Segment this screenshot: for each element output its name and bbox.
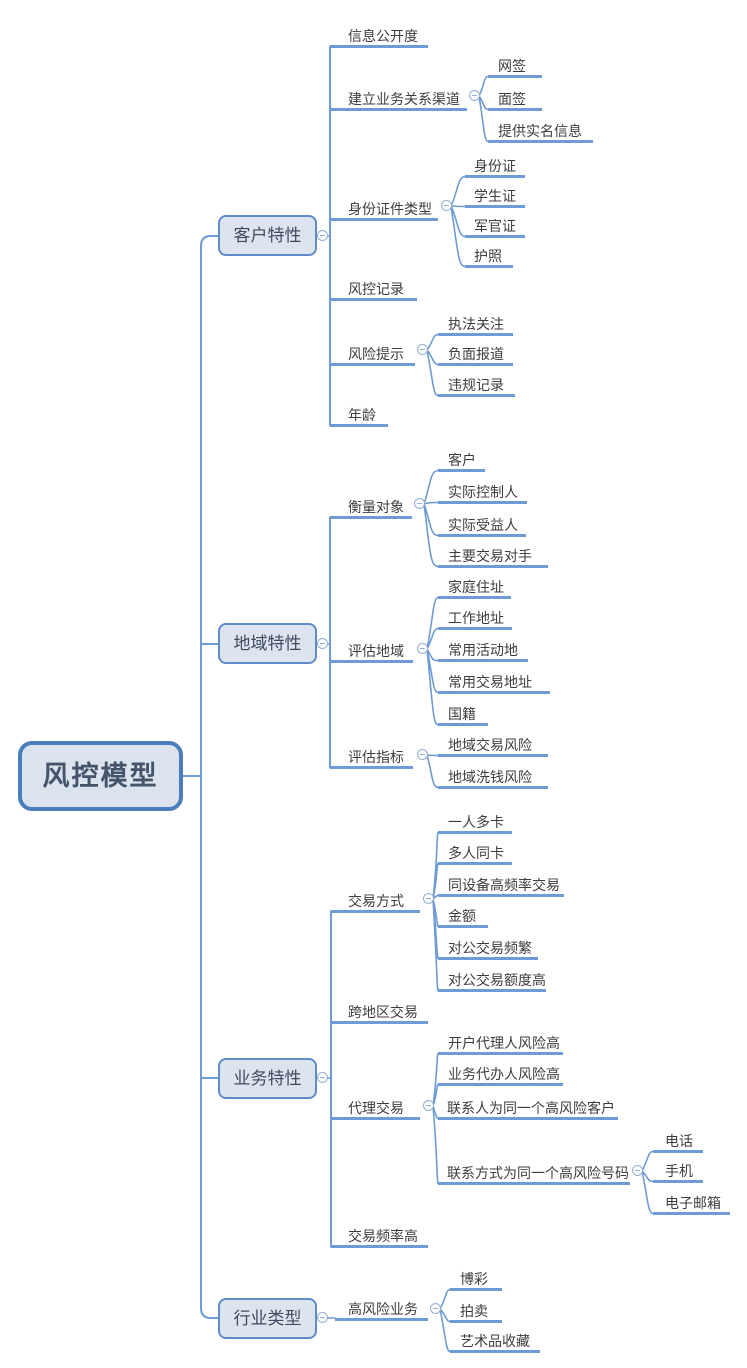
node-email[interactable]: 电子邮箱: [653, 1195, 730, 1215]
node-account-agent-high-risk[interactable]: 开户代理人风险高: [438, 1035, 563, 1055]
node-risk-control-record[interactable]: 风控记录: [330, 281, 417, 301]
minus-circle-icon-industry-type[interactable]: [317, 1312, 328, 1323]
node-age[interactable]: 年龄: [330, 407, 388, 427]
minus-circle-icon-risk-alert[interactable]: [417, 344, 428, 355]
node-main-counterparty[interactable]: 主要交易对手: [438, 548, 548, 568]
node-info-openness[interactable]: 信息公开度: [330, 28, 428, 48]
minus-circle-icon-high-risk-business[interactable]: [430, 1303, 441, 1314]
node-assess-indicator[interactable]: 评估指标: [330, 749, 413, 769]
minus-circle-icon-id-doc-type[interactable]: [441, 200, 452, 211]
node-business-agent-high-risk[interactable]: 业务代办人风险高: [438, 1066, 563, 1086]
branch-box-customer-traits[interactable]: 客户特性: [218, 215, 317, 256]
minus-circle-icon-customer-traits[interactable]: [317, 230, 328, 241]
node-actual-controller[interactable]: 实际控制人: [438, 484, 527, 504]
node-contact-same-high-risk-customer[interactable]: 联系人为同一个高风险客户: [438, 1100, 618, 1120]
node-one-person-multi-card[interactable]: 一人多卡: [438, 814, 512, 834]
minus-circle-icon-relation-channel[interactable]: [469, 90, 480, 101]
node-work-address[interactable]: 工作地址: [438, 610, 512, 630]
branch-box-industry-type[interactable]: 行业类型: [218, 1298, 317, 1339]
node-relation-channel[interactable]: 建立业务关系渠道: [330, 91, 467, 111]
node-corporate-trade-high-quota[interactable]: 对公交易额度高: [438, 972, 546, 992]
node-gambling[interactable]: 博彩: [450, 1271, 502, 1291]
node-agent-trade[interactable]: 代理交易: [331, 1100, 420, 1120]
node-violation-record[interactable]: 违规记录: [438, 377, 515, 397]
node-home-address[interactable]: 家庭住址: [438, 579, 511, 599]
node-auction[interactable]: 拍卖: [450, 1303, 502, 1323]
node-trade-freq-high[interactable]: 交易频率高: [331, 1228, 428, 1248]
minus-circle-icon-assess-indicator[interactable]: [417, 749, 428, 760]
minus-circle-icon-measure-object[interactable]: [414, 498, 425, 509]
minus-circle-icon-region-traits[interactable]: [317, 638, 328, 649]
node-frequent-trade-address[interactable]: 常用交易地址: [438, 674, 550, 694]
node-high-risk-business[interactable]: 高风险业务: [335, 1301, 428, 1321]
node-region-laundering-risk[interactable]: 地域洗钱风险: [438, 769, 548, 789]
minus-circle-icon-trade-method[interactable]: [423, 893, 434, 904]
node-assess-region[interactable]: 评估地域: [330, 643, 413, 663]
root-node[interactable]: 风控模型: [18, 741, 183, 811]
minus-circle-icon-business-traits[interactable]: [317, 1072, 328, 1083]
node-multi-person-one-card[interactable]: 多人同卡: [438, 845, 512, 865]
node-amount[interactable]: 金额: [438, 908, 488, 928]
node-military-card[interactable]: 军官证: [465, 218, 525, 238]
node-nationality[interactable]: 国籍: [438, 706, 488, 726]
node-negative-news[interactable]: 负面报道: [438, 346, 513, 366]
minus-circle-icon-contact-number[interactable]: [632, 1165, 643, 1176]
node-art-collection[interactable]: 艺术品收藏: [450, 1333, 540, 1353]
node-esign[interactable]: 网签: [488, 58, 542, 78]
node-contact-same-high-risk-number[interactable]: 联系方式为同一个高风险号码: [438, 1165, 630, 1185]
node-realname-info[interactable]: 提供实名信息: [488, 123, 593, 143]
branch-box-business-traits[interactable]: 业务特性: [218, 1058, 317, 1099]
node-cross-region-trade[interactable]: 跨地区交易: [331, 1004, 428, 1024]
node-phone[interactable]: 电话: [653, 1133, 703, 1153]
minus-circle-icon-assess-region[interactable]: [417, 643, 428, 654]
node-trade-method[interactable]: 交易方式: [331, 893, 420, 913]
node-customer[interactable]: 客户: [438, 452, 485, 472]
node-passport[interactable]: 护照: [465, 248, 513, 268]
minus-circle-icon-agent-trade[interactable]: [423, 1100, 434, 1111]
branch-box-region-traits[interactable]: 地域特性: [218, 623, 317, 664]
node-same-device-high-freq[interactable]: 同设备高频率交易: [438, 877, 564, 897]
node-mobile[interactable]: 手机: [653, 1163, 703, 1183]
node-risk-alert[interactable]: 风险提示: [330, 346, 415, 366]
node-id-card[interactable]: 身份证: [465, 158, 525, 178]
node-frequent-activity-place[interactable]: 常用活动地: [438, 642, 528, 662]
node-corporate-trade-frequent[interactable]: 对公交易频繁: [438, 940, 538, 960]
node-student-card[interactable]: 学生证: [465, 188, 525, 208]
node-measure-object[interactable]: 衡量对象: [330, 499, 412, 519]
node-region-trade-risk[interactable]: 地域交易风险: [438, 737, 548, 757]
node-law-enforcement-attention[interactable]: 执法关注: [438, 316, 513, 336]
node-id-doc-type[interactable]: 身份证件类型: [330, 201, 438, 221]
node-actual-beneficiary[interactable]: 实际受益人: [438, 517, 526, 537]
node-face-sign[interactable]: 面签: [488, 91, 542, 111]
